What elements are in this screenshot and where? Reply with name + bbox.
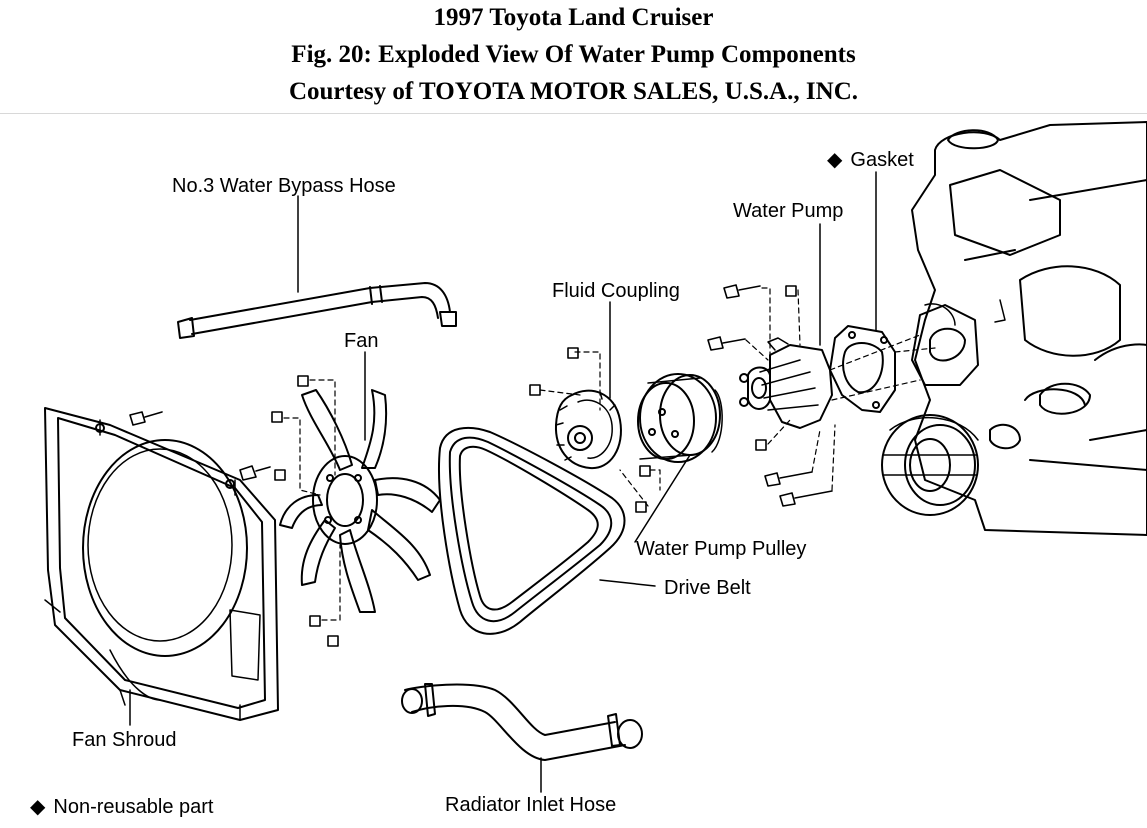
water-pump <box>739 337 833 429</box>
fasteners <box>129 284 833 647</box>
label-radiator-inlet-hose: Radiator Inlet Hose <box>445 794 617 816</box>
fan <box>279 389 441 613</box>
header-divider <box>0 113 1147 114</box>
water-pump-pulley <box>637 373 723 463</box>
radiator-inlet-hose <box>401 683 643 761</box>
label-water-pump-pulley: Water Pump Pulley <box>636 538 807 560</box>
fan-shroud <box>44 407 279 721</box>
legend-marker: ◆ <box>30 796 46 818</box>
label-water-pump: Water Pump <box>733 200 844 222</box>
bypass-hose <box>177 282 457 339</box>
label-gasket: Gasket <box>850 149 914 171</box>
label-fan: Fan <box>344 330 379 352</box>
label-gasket-group: ◆ Gasket <box>827 148 914 172</box>
leader-lines <box>129 171 877 793</box>
label-fluid-coupling: Fluid Coupling <box>552 280 680 302</box>
courtesy-line: Courtesy of TOYOTA MOTOR SALES, U.S.A., … <box>288 78 859 105</box>
label-drive-belt: Drive Belt <box>664 577 751 599</box>
legend-text: Non-reusable part <box>53 796 214 818</box>
fluid-coupling <box>554 389 622 470</box>
gasket <box>829 325 896 413</box>
vehicle-title: 1997 Toyota Land Cruiser <box>433 4 714 31</box>
legend: ◆ Non-reusable part <box>30 795 213 819</box>
figure-header: 1997 Toyota Land Cruiser Fig. 20: Explod… <box>0 0 1147 113</box>
label-fan-shroud: Fan Shroud <box>72 729 177 751</box>
figure-title: Fig. 20: Exploded View Of Water Pump Com… <box>291 41 856 68</box>
drive-belt <box>438 426 626 635</box>
non-reusable-marker: ◆ <box>827 149 843 171</box>
engine-block <box>881 121 1147 536</box>
alignment-lines <box>283 287 936 621</box>
label-bypass-hose: No.3 Water Bypass Hose <box>172 175 396 197</box>
